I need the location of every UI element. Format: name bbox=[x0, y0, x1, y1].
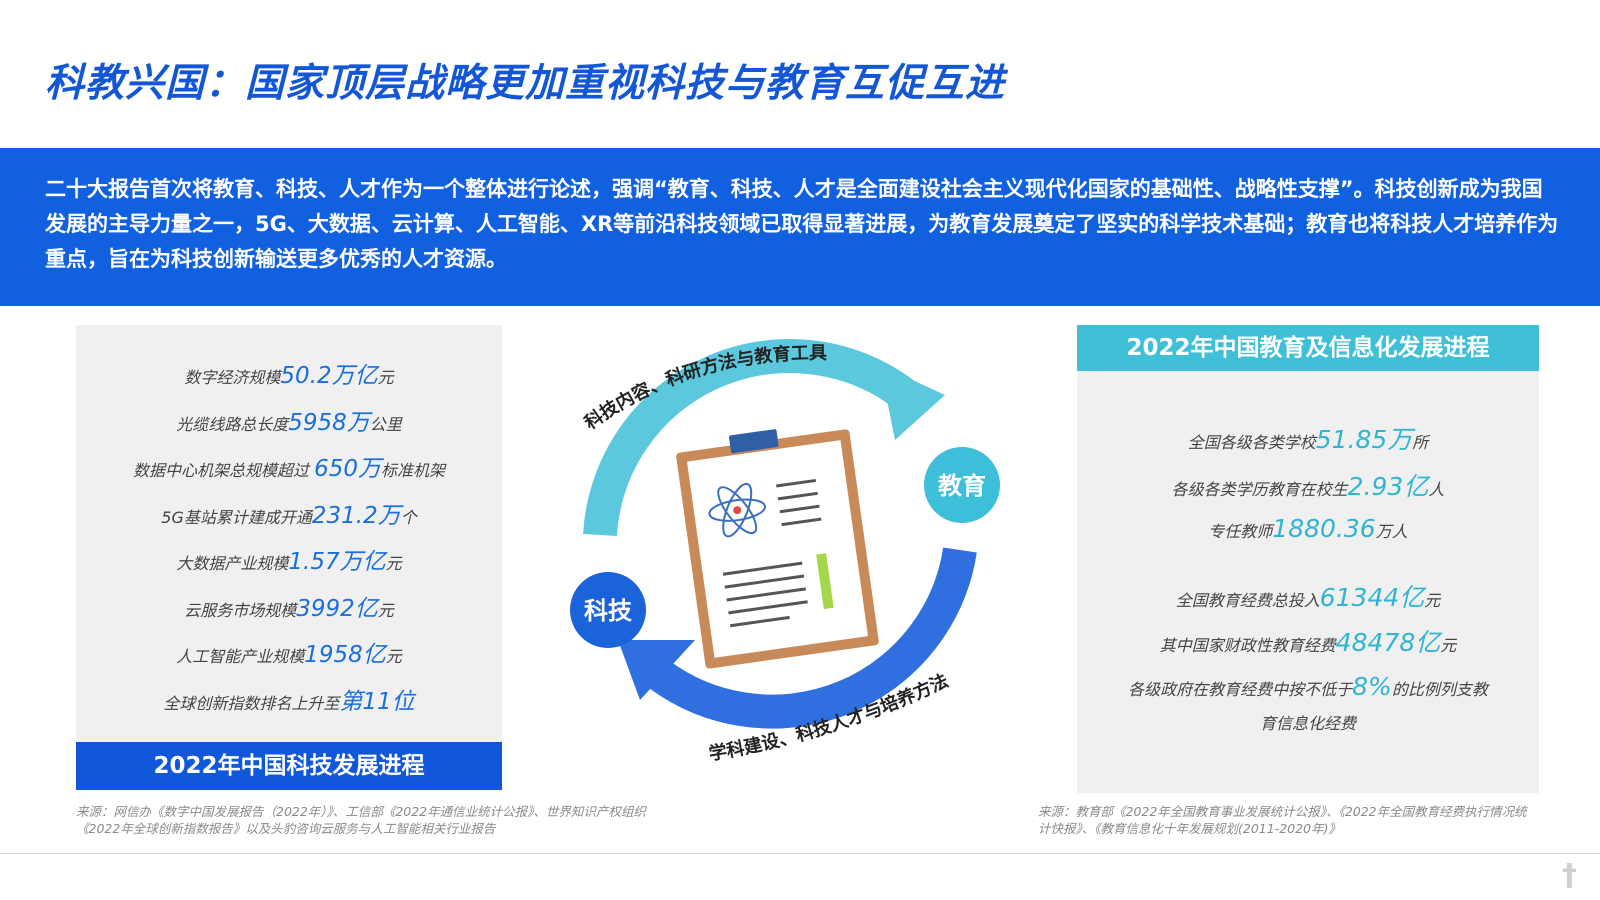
top-cycle-arrow bbox=[583, 339, 916, 537]
education-node-label: 教育 bbox=[938, 472, 986, 500]
edu-stat-item: 全国各级各类学校51.85万所 bbox=[1077, 420, 1539, 456]
stat-value: 231.2万 bbox=[311, 502, 401, 529]
intro-banner: 二十大报告首次将教育、科技、人才作为一个整体进行论述，强调“教育、科技、人才是全… bbox=[0, 148, 1600, 306]
cycle-diagram: 教育 科技 科技内容、科研方法与教育工具 学科建设、科技人才与培养方法 bbox=[570, 339, 1000, 765]
intro-text: 二十大报告首次将教育、科技、人才作为一个整体进行论述，强调“教育、科技、人才是全… bbox=[45, 177, 1559, 271]
tech-stat-item: 数据中心机架总规模超过 650万标准机架 bbox=[76, 446, 502, 493]
edu-stat-item: 其中国家财政性教育经费48478亿元 bbox=[1077, 623, 1539, 659]
stat-label: 光缆线路总长度 bbox=[176, 414, 289, 434]
stat-unit: 所 bbox=[1412, 433, 1429, 452]
edu-stat-item: 全国教育经费总投入61344亿元 bbox=[1077, 578, 1539, 614]
tech-node bbox=[570, 572, 646, 648]
stat-value: 50.2万亿 bbox=[280, 363, 378, 389]
stat-unit: 元 bbox=[377, 600, 394, 620]
tech-panel-title: 2022年中国科技发展进程 bbox=[76, 742, 502, 790]
stat-label: 人工智能产业规模 bbox=[176, 647, 305, 666]
education-panel-title: 2022年中国教育及信息化发展进程 bbox=[1077, 325, 1539, 371]
stat-label: 5G基站累计建成开通 bbox=[161, 507, 312, 527]
stat-label: 其中国家财政性教育经费 bbox=[1159, 636, 1336, 655]
stat-unit: 人 bbox=[1428, 480, 1445, 499]
edu-stat-item: 各级政府在教育经费中按不低于8%的比例列支教 bbox=[1077, 672, 1539, 701]
education-source-note: 来源：教育部《2022年全国教育事业发展统计公报》、《2022年全国教育经费执行… bbox=[1038, 804, 1527, 836]
page-title: 科教兴国：国家顶层战略更加重视科技与教育互促互进 bbox=[45, 61, 1006, 106]
stat-value: 2.93亿 bbox=[1347, 472, 1429, 501]
stat-value: 48478亿 bbox=[1335, 628, 1441, 657]
stat-label: 数字经济规模 bbox=[184, 368, 281, 387]
stat-value: 第11位 bbox=[339, 688, 415, 715]
stat-value: 5958万 bbox=[288, 409, 370, 436]
tech-stat-list: 数字经济规模50.2万亿元 光缆线路总长度5958万公里 数据中心机架总规模超过… bbox=[76, 353, 502, 725]
tech-stat-item: 数字经济规模50.2万亿元 bbox=[76, 353, 502, 400]
stat-unit: 元 bbox=[385, 647, 402, 666]
clipboard-icon bbox=[676, 429, 879, 669]
tech-stat-item: 光缆线路总长度5958万公里 bbox=[76, 400, 502, 447]
stat-value: 51.85万 bbox=[1315, 425, 1413, 454]
stat-unit: 元 bbox=[1440, 636, 1457, 655]
stat-value: 1958亿 bbox=[304, 642, 386, 668]
stat-value: 1880.36 bbox=[1272, 514, 1376, 543]
brand-logo-icon: † bbox=[1562, 858, 1577, 893]
stat-label: 专任教师 bbox=[1208, 522, 1273, 541]
edu-stat-item: 各级各类学历教育在校生2.93亿人 bbox=[1077, 467, 1539, 503]
bottom-cycle-arrow bbox=[649, 547, 977, 729]
stat-label: 各级各类学历教育在校生 bbox=[1171, 480, 1348, 499]
tech-source-note: 来源：网信办《数字中国发展报告（2022年）》、工信部《2022年通信业统计公报… bbox=[76, 804, 646, 836]
top-arrow-head bbox=[880, 365, 945, 440]
stat-unit: 元 bbox=[377, 368, 394, 387]
stat-unit: 标准机架 bbox=[380, 461, 445, 480]
footer-divider bbox=[0, 853, 1600, 854]
edu-stat-item: 专任教师1880.36万人 bbox=[1077, 514, 1539, 543]
stat-value: 3992亿 bbox=[296, 595, 378, 622]
stat-value: 650万 bbox=[314, 456, 381, 482]
stat-unit: 元 bbox=[385, 554, 402, 573]
tech-stat-item: 人工智能产业规模1958亿元 bbox=[76, 632, 502, 679]
education-node bbox=[924, 447, 1000, 523]
stat-label: 全国各级各类学校 bbox=[1187, 433, 1316, 452]
bottom-arrow-head bbox=[618, 640, 695, 700]
stat-label: 数据中心机架总规模超过 bbox=[132, 461, 315, 480]
stat-unit: 万人 bbox=[1375, 522, 1408, 541]
stat-value: 8% bbox=[1352, 672, 1392, 701]
tech-stat-item: 云服务市场规模3992亿元 bbox=[76, 586, 502, 633]
stat-unit: 个 bbox=[400, 507, 417, 527]
stat-unit: 公里 bbox=[369, 414, 402, 434]
tech-stat-item: 全球创新指数排名上升至第11位 bbox=[76, 679, 502, 726]
stat-label: 云服务市场规模 bbox=[184, 600, 297, 620]
tech-stat-item: 大数据产业规模1.57万亿元 bbox=[76, 539, 502, 586]
stat-label: 大数据产业规模 bbox=[176, 554, 289, 573]
education-progress-panel: 2022年中国教育及信息化发展进程 全国各级各类学校51.85万所 各级各类学历… bbox=[1077, 325, 1539, 793]
edu-stat-item-continuation: 育信息化经费 bbox=[1259, 714, 1356, 733]
stat-unit: 元 bbox=[1424, 591, 1441, 610]
stat-label: 全球创新指数排名上升至 bbox=[163, 693, 340, 713]
tech-node-label: 科技 bbox=[584, 597, 633, 625]
stat-unit: 的比例列支教 bbox=[1391, 680, 1488, 699]
stat-value: 61344亿 bbox=[1319, 583, 1425, 612]
stat-value: 1.57万亿 bbox=[288, 549, 386, 575]
tech-stat-item: 5G基站累计建成开通231.2万个 bbox=[76, 493, 502, 540]
stat-label: 全国教育经费总投入 bbox=[1175, 591, 1320, 610]
stat-label: 各级政府在教育经费中按不低于 bbox=[1128, 680, 1353, 699]
tech-progress-panel: 数字经济规模50.2万亿元 光缆线路总长度5958万公里 数据中心机架总规模超过… bbox=[76, 325, 502, 790]
